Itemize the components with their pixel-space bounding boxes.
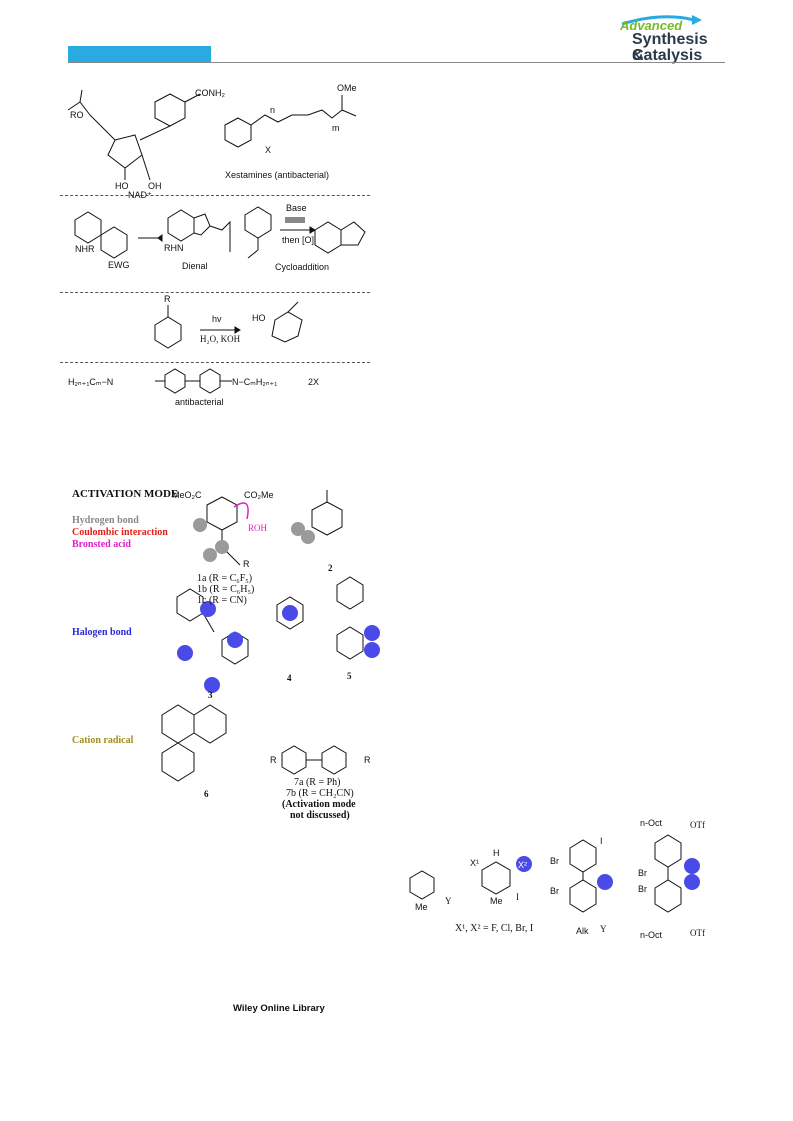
xest-x-label: X	[265, 145, 272, 155]
ewg-label: EWG	[108, 260, 130, 270]
legend-hydrogen-bond: Hydrogen bond	[72, 515, 139, 526]
xestamines-label: Xestamines (antibacterial)	[225, 170, 330, 180]
compound-1b: 1b (R = C₆H₅)	[197, 584, 255, 595]
br-label-4: Br	[638, 884, 647, 894]
activation-mode-title: ACTIVATION MODE	[72, 488, 179, 500]
dienal-label: Dienal	[182, 261, 208, 271]
nad-oh-label: OH	[148, 181, 162, 191]
alk-label: Alk	[576, 926, 589, 936]
header-accent-bar	[68, 46, 211, 62]
i-anion-label: I	[516, 892, 519, 902]
header-rule	[68, 62, 725, 63]
xest-m-label: m	[332, 123, 340, 133]
noct-label-2: n-Oct	[640, 930, 663, 940]
scheme-drawing: .	[67, 89, 366, 394]
viologen-right-label: N−CₘH₂ₙ₊₁	[232, 377, 278, 387]
then-o-label: then [O]	[282, 235, 315, 245]
compound-1a: 1a (R = C₆F₅)	[197, 573, 253, 584]
nad-ho-label: HO	[115, 181, 129, 191]
scheme-divider-3	[60, 362, 370, 363]
x2-label: X²	[518, 860, 527, 870]
footer-library[interactable]: Wiley Online Library	[233, 1003, 325, 1014]
h-label-1: H	[493, 848, 500, 858]
r-label-7-left: R	[270, 755, 277, 765]
scheme-divider-2	[60, 292, 370, 293]
compound-3: 3	[208, 690, 213, 700]
i-label-1: I	[600, 836, 603, 846]
compound-6: 6	[204, 789, 209, 799]
otf-label-2: OTf	[690, 928, 705, 938]
me-label-2: Me	[490, 896, 503, 906]
roh-label: ROH	[248, 523, 268, 533]
xest-ome-label: OMe	[337, 83, 357, 93]
compound-7b: 7b (R = CH₂CN)	[286, 788, 354, 799]
activation-drawing	[161, 490, 380, 782]
compound-2: 2	[328, 563, 333, 573]
scheme-pyridinium-salts: Me Y X¹ X² H Me I X¹, X² = F, Cl, Br, I …	[400, 818, 725, 953]
note-line-1: (Activation mode	[282, 799, 356, 810]
nad-conh2-label: CONH₂	[195, 88, 225, 98]
legend-coulombic: Coulombic interaction	[72, 527, 168, 538]
base-label: Base	[286, 203, 307, 213]
br-label-1: Br	[550, 856, 559, 866]
y-label-2: Y	[600, 924, 607, 934]
nad-ro-label: RO	[70, 110, 84, 120]
br-label-2: Br	[550, 886, 559, 896]
compound-1c: 1c (R = CN)	[197, 595, 247, 606]
me-label-1: Me	[415, 902, 428, 912]
viologen-2x-label: 2X	[308, 377, 320, 387]
figure-activation-mode: ACTIVATION MODE Hydrogen bond Coulombic …	[72, 485, 382, 810]
halogen-bond-spheres	[177, 601, 380, 693]
antibacterial-label: antibacterial	[175, 397, 224, 407]
legend-halogen-bond: Halogen bond	[72, 627, 132, 638]
halogens-label: X¹, X² = F, Cl, Br, I	[455, 923, 534, 934]
y-label-1: Y	[445, 896, 452, 906]
salts-drawing	[409, 834, 700, 913]
legend-bronsted: Bronsted acid	[72, 539, 131, 550]
xest-n-label: n	[270, 105, 276, 115]
journal-logo: Advanced Synthesis & Catalysis	[602, 14, 720, 66]
r-label-1: R	[243, 559, 250, 569]
r-label-7-right: R	[364, 755, 371, 765]
h2o-koh-label: H₂O, KOH	[200, 334, 241, 344]
otf-label-1: OTf	[690, 820, 705, 830]
logo-swoosh-icon	[621, 15, 702, 26]
noct-label-1: n-Oct	[640, 818, 663, 828]
compound-7a: 7a (R = Ph)	[294, 777, 341, 788]
hv-label: hv	[212, 314, 222, 324]
br-label-3: Br	[638, 868, 647, 878]
scheme-pyridinium-natural-products: . RO CONH₂ HO OH NAD⁺ OMe n m X Xestamin…	[60, 80, 370, 410]
rhn-label: RHN	[164, 243, 184, 253]
logo-line1: Advanced	[620, 18, 683, 33]
x1-label: X¹	[470, 858, 479, 868]
note-line-2: not discussed)	[290, 810, 350, 821]
cycloaddition-label: Cycloaddition	[275, 262, 330, 272]
logo-line2: Synthesis &	[632, 31, 708, 64]
viologen-left-label: H₂ₙ₊₁Cₘ−N	[68, 377, 114, 387]
scheme-divider-1	[60, 195, 370, 196]
compound-4: 4	[287, 673, 292, 683]
nhr-label: NHR	[75, 244, 95, 254]
row3-r-label: R	[164, 294, 171, 304]
meo2c-label: MeO₂C	[172, 490, 202, 500]
row3-ho-label: HO	[252, 313, 266, 323]
nad-label: NAD⁺	[128, 190, 152, 200]
logo-line3: Catalysis	[632, 47, 703, 64]
legend-cation-radical: Cation radical	[72, 735, 134, 746]
hydrogen-bond-spheres	[193, 518, 315, 562]
compound-5: 5	[347, 671, 352, 681]
co2me-label: CO₂Me	[244, 490, 274, 500]
